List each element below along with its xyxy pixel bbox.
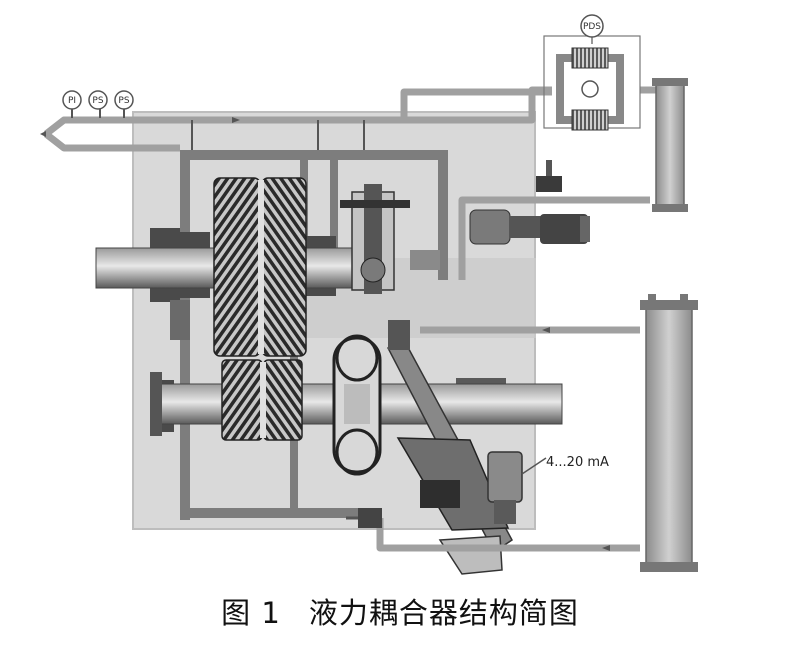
output-flange [150, 372, 162, 436]
pi-gauge: PI [62, 90, 82, 110]
aux-motor [469, 209, 590, 245]
figure-caption: 图 1 液力耦合器结构简图 [0, 588, 800, 638]
ps-switch-1: PS [88, 90, 108, 110]
hydraulic-coupling-diagram: 4...20 mA PI PS PS [40, 14, 698, 575]
signal-label: 4...20 mA [546, 455, 609, 470]
oil-pump [340, 184, 440, 294]
small-gear [221, 359, 303, 441]
relief-valve [346, 508, 382, 528]
upper-oil-cooler [652, 78, 688, 212]
check-valve [536, 160, 562, 192]
duplex-filter [543, 35, 641, 131]
svg-text:PI: PI [68, 96, 76, 106]
svg-text:PS: PS [118, 96, 129, 106]
fluid-coupling [332, 334, 382, 476]
svg-text:PDS: PDS [583, 22, 601, 32]
external-piping [43, 86, 660, 552]
figure-title: 液力耦合器结构简图 [308, 596, 579, 630]
large-gear [213, 177, 307, 357]
flow-arrows [40, 117, 610, 551]
signal-line [521, 457, 547, 475]
pds-switch: PDS [580, 14, 604, 44]
ps-switch-2: PS [114, 90, 134, 110]
lower-oil-cooler [640, 294, 698, 572]
figure-number: 图 1 [221, 596, 281, 630]
svg-text:PS: PS [92, 96, 103, 106]
position-transmitter [487, 451, 523, 524]
